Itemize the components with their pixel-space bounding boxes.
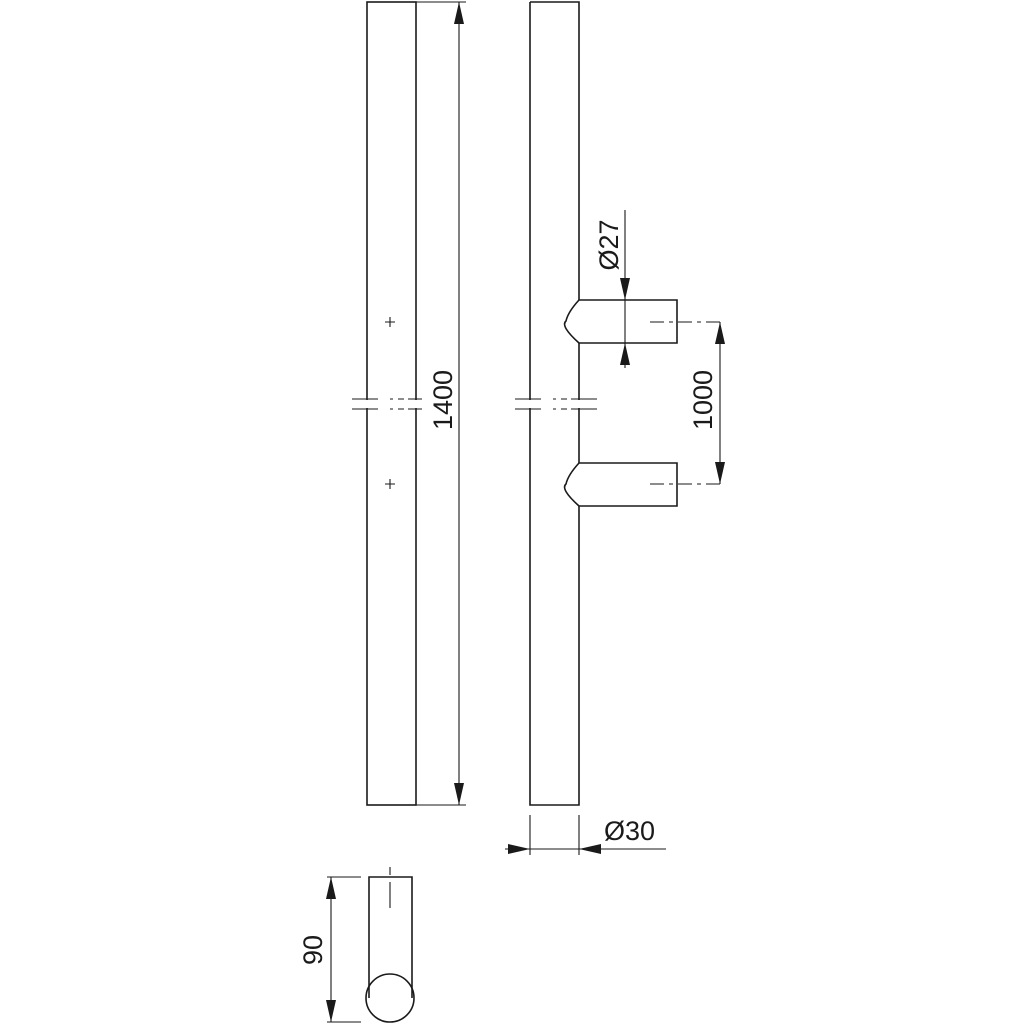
dimension-projection: 90 [298, 876, 361, 1023]
dimension-length: 1400 [416, 1, 466, 806]
break-lines [352, 398, 422, 410]
standoff-bottom [563, 462, 678, 507]
dimension-center-distance: 1000 [688, 322, 725, 484]
dimension-label-projection: 90 [298, 935, 328, 965]
top-view [365, 867, 415, 1023]
dimension-standoff-diameter: Ø27 [594, 210, 630, 368]
side-view [513, 1, 725, 806]
mounting-hole-mark-bottom [385, 479, 395, 489]
dimension-label-standoff-diameter: Ø27 [594, 219, 624, 270]
dimension-label-length: 1400 [428, 370, 458, 430]
break-lines [515, 398, 597, 410]
dimension-label-bar-diameter: Ø30 [604, 816, 655, 846]
dimension-label-center-distance: 1000 [688, 370, 718, 430]
front-view [350, 1, 424, 806]
dimension-bar-diameter: Ø30 [505, 815, 666, 855]
mounting-hole-mark-top [385, 317, 395, 327]
standoff-top [563, 299, 678, 344]
